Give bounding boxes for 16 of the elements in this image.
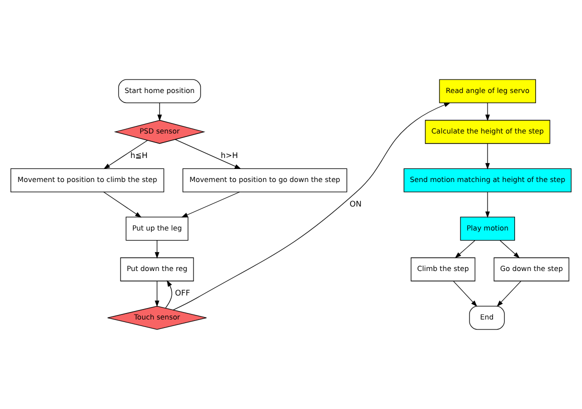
arrow (485, 102, 490, 122)
arrow (174, 139, 242, 170)
arrow (485, 192, 490, 218)
arrow (165, 280, 172, 308)
arrow (154, 280, 160, 308)
arrow (104, 140, 148, 170)
arrow (453, 280, 478, 307)
arrow (485, 143, 490, 170)
arrow (154, 240, 160, 259)
arrow (500, 240, 520, 258)
arrow (454, 240, 476, 258)
arrow (157, 102, 162, 122)
arrow (172, 102, 451, 310)
arrow (496, 280, 522, 307)
arrow (103, 192, 142, 218)
arrow (181, 192, 240, 218)
